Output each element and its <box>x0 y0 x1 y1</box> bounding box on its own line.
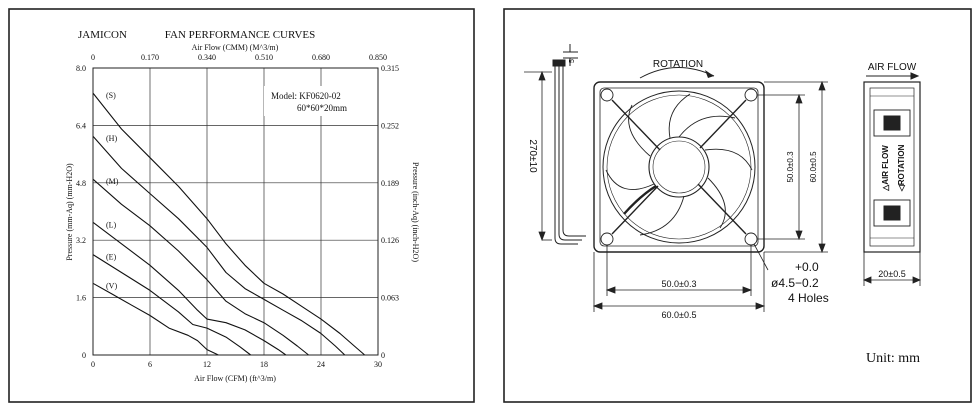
rotation-arrowhead <box>705 70 714 78</box>
vertical-dimensions <box>758 80 828 254</box>
side-airflow-label: △AIR FLOW <box>881 145 890 192</box>
hole-tolerance-plus: +0.0 <box>795 260 819 274</box>
performance-panel: JAMICON FAN PERFORMANCE CURVES Air Flow … <box>8 8 475 403</box>
lead-wires <box>552 44 586 245</box>
y2-tick-label: 0.126 <box>381 236 399 245</box>
y2-tick-label: 0.063 <box>381 294 399 303</box>
lead-length-dimension-line <box>524 70 552 242</box>
series-line <box>92 135 346 356</box>
x-tick-label: 24 <box>317 360 325 369</box>
x-tick-label: 18 <box>260 360 268 369</box>
x-tick-label: 12 <box>203 360 211 369</box>
outer-dimension-horizontal: 60.0±0.5 <box>662 310 697 320</box>
x2-tick-label: 0.680 <box>312 53 330 62</box>
drawing-panel: 5 270±10 ROTATION <box>503 8 972 403</box>
y2-tick-label: 0.189 <box>381 179 399 188</box>
y-tick-label: 4.8 <box>76 179 86 188</box>
brand-name: JAMICON <box>78 29 127 41</box>
series-line <box>92 178 309 356</box>
unit-label: Unit: mm <box>866 351 920 366</box>
model-size: 60*60*20mm <box>297 103 347 113</box>
y2-tick-label: 0 <box>381 351 385 360</box>
series-label: (L) <box>106 220 117 229</box>
performance-panel-border <box>8 8 475 403</box>
x-tick-label: 0 <box>91 360 95 369</box>
x2-tick-label: 0.170 <box>141 53 159 62</box>
x2-tick-label: 0.850 <box>369 53 387 62</box>
y-tick-label: 6.4 <box>76 121 86 130</box>
y-tick-label: 3.2 <box>76 236 86 245</box>
model-box-background <box>264 86 374 116</box>
series-line <box>92 282 219 356</box>
fan-side-view <box>863 81 921 253</box>
chart-title: FAN PERFORMANCE CURVES <box>165 29 316 41</box>
series-label-layer: (S) (H) (M) (L) (E) (V) <box>106 91 119 290</box>
hole-diameter: ø4.5−0.2 <box>771 276 819 290</box>
y-tick-label: 0 <box>82 351 86 360</box>
rotation-label: ROTATION <box>653 59 703 70</box>
lead-length-dimension: 270±10 <box>527 139 538 173</box>
series-label: (H) <box>106 134 117 143</box>
series-label: (M) <box>106 177 119 186</box>
x-tick-label: 30 <box>374 360 382 369</box>
holes-count-note: 4 Holes <box>788 291 829 305</box>
series-label: (S) <box>106 91 116 100</box>
airflow-label: AIR FLOW <box>868 62 917 73</box>
series-label: (V) <box>106 281 117 290</box>
bottom-axis-label: Air Flow (CFM) (ft^3/m) <box>194 374 276 383</box>
x2-tick-label: 0 <box>91 53 95 62</box>
thickness-dimension-line <box>862 252 922 286</box>
model-box: Model: KF0620-02 60*60*20mm <box>264 86 374 116</box>
left-axis-label: Pressure (mm-Aq) (mm-H2O) <box>65 163 74 261</box>
series-line <box>92 92 366 356</box>
plot-frame <box>92 67 379 356</box>
x-tick-label: 6 <box>148 360 152 369</box>
side-rotation-label: ◁ROTATION <box>897 144 906 192</box>
thickness-dimension: 20±0.5 <box>878 269 905 279</box>
horizontal-dimensions <box>592 243 769 312</box>
fan-front-view <box>593 81 765 253</box>
y-tick-label: 1.6 <box>76 294 86 303</box>
inner-dimension-vertical: 50.0±0.3 <box>786 151 795 183</box>
top-axis-label: Air Flow (CMM) (M^3/m) <box>192 43 279 52</box>
y2-tick-label: 0.252 <box>381 121 399 130</box>
right-axis-label: Pressure (inch-Aq) (inch-H2O) <box>411 162 420 262</box>
lead-gap-dimension: 5 <box>569 59 576 63</box>
drawing-panel-border <box>503 8 972 403</box>
y-tick-label: 8.0 <box>76 64 86 73</box>
inner-dimension-horizontal: 50.0±0.3 <box>662 279 697 289</box>
model-name: Model: KF0620-02 <box>271 91 341 101</box>
x2-tick-label: 0.510 <box>255 53 273 62</box>
series-layer <box>92 92 366 356</box>
x2-tick-label: 0.340 <box>198 53 216 62</box>
series-line <box>92 221 287 356</box>
series-label: (E) <box>106 253 117 262</box>
y2-tick-label: 0.315 <box>381 64 399 73</box>
airflow-arrow <box>866 72 920 80</box>
outer-dimension-vertical: 60.0±0.5 <box>809 151 818 183</box>
series-line <box>92 254 252 356</box>
